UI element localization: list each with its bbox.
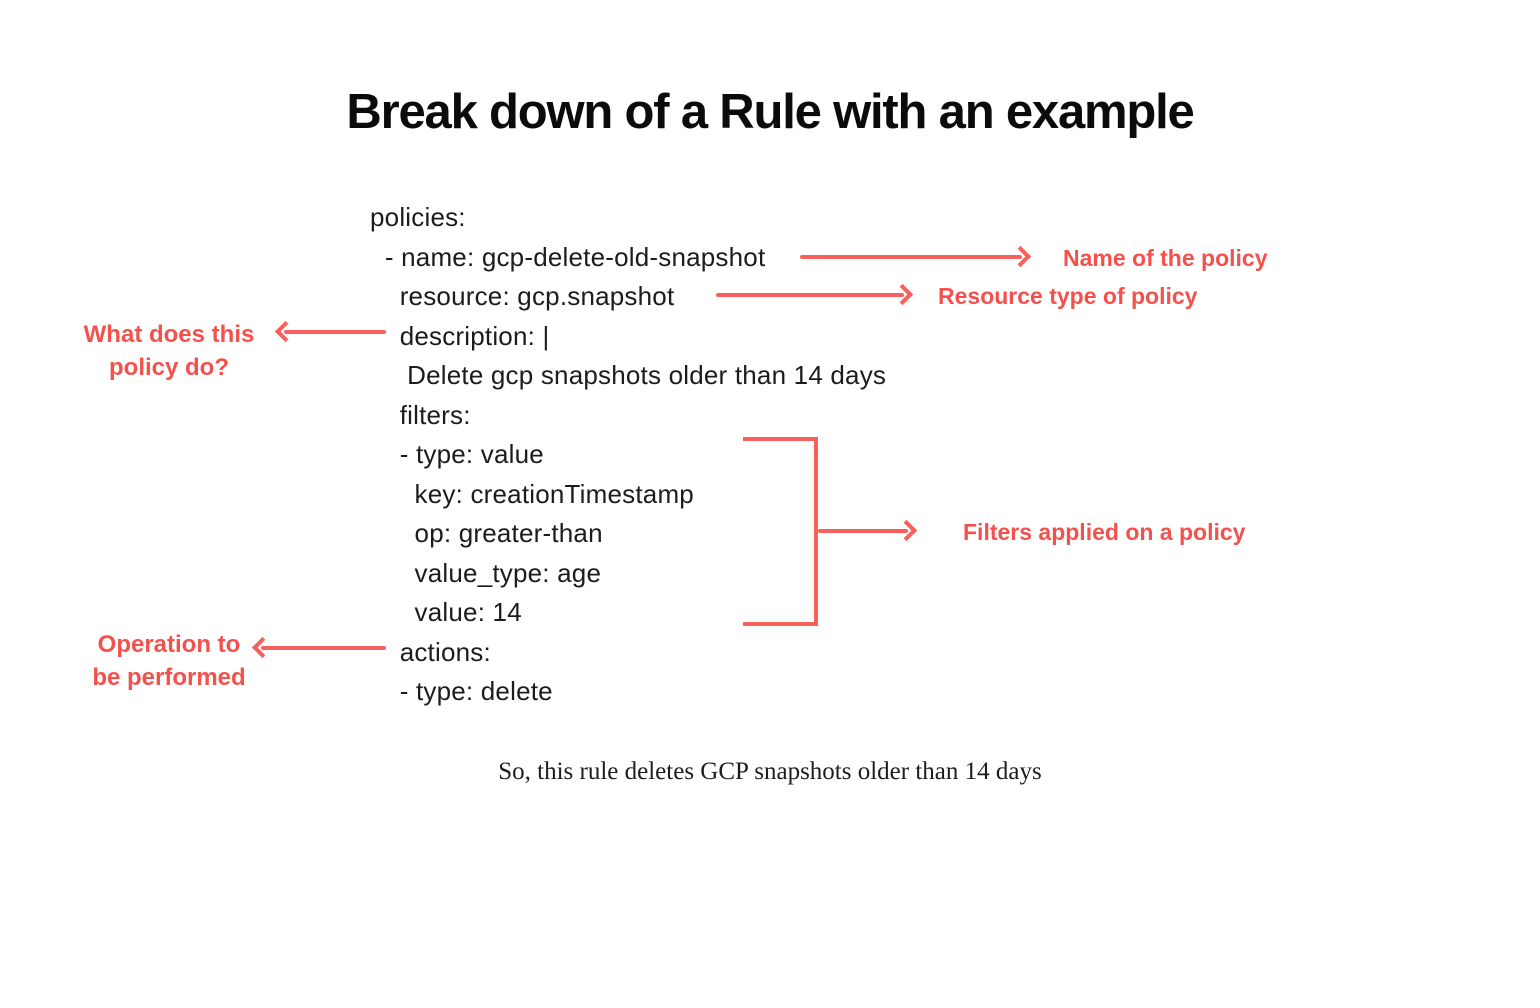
arrow-shaft	[800, 255, 1022, 259]
filters-arrow-right-icon	[818, 519, 918, 542]
chevron-left-icon	[274, 320, 297, 343]
resource-type-arrow-right-icon	[716, 283, 914, 306]
filters-bracket-icon	[743, 437, 818, 626]
chevron-right-icon	[895, 519, 918, 542]
actions-label-line2: be performed	[92, 664, 246, 691]
name-policy-label: Name of the policy	[1063, 245, 1268, 271]
arrow-shaft	[716, 293, 904, 297]
page-title: Break down of a Rule with an example	[346, 85, 1194, 139]
filters-label: Filters applied on a policy	[963, 519, 1246, 545]
description-label-line2: policy do?	[109, 354, 229, 381]
chevron-right-icon	[891, 283, 914, 306]
yaml-policy-code: policies: - name: gcp-delete-old-snapsho…	[370, 202, 887, 706]
name-policy-arrow-right-icon	[800, 245, 1032, 268]
actions-label: Operation to be performed	[69, 628, 269, 694]
actions-label-line1: Operation to	[97, 631, 241, 658]
arrow-shaft	[818, 529, 908, 533]
actions-arrow-left-icon	[251, 636, 386, 659]
resource-type-label: Resource type of policy	[938, 283, 1198, 309]
description-label-line1: What does this	[83, 321, 255, 348]
arrow-shaft	[284, 330, 386, 334]
description-label: What does this policy do?	[69, 318, 269, 384]
arrow-shaft	[261, 646, 386, 650]
chevron-right-icon	[1009, 245, 1032, 268]
summary-text: So, this rule deletes GCP snapshots olde…	[498, 758, 1042, 785]
description-arrow-left-icon	[274, 320, 386, 343]
